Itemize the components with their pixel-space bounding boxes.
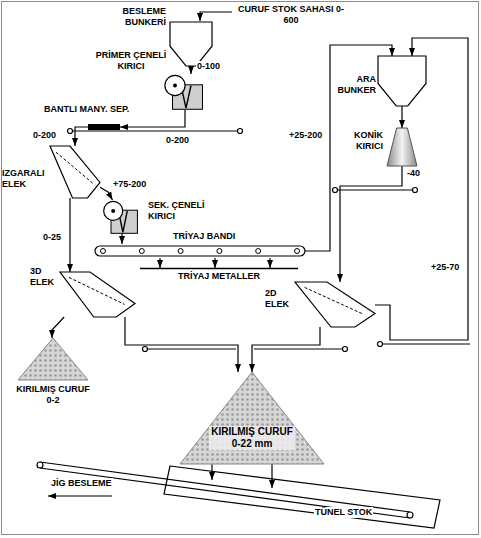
size-range-label: -40 (406, 168, 421, 179)
equipment-label: 3D ELEK (30, 266, 59, 288)
equipment-label: TRİYAJ BANDI (173, 231, 273, 242)
node-text: KIRILMIŞ CURUF 0-22 mm (209, 426, 295, 450)
hopper-shape (170, 22, 212, 66)
jaw-crusher: PRİMER ÇENELİ KIRICI (160, 74, 210, 110)
surge-bin: ARA BUNKER (378, 56, 426, 106)
sorting-belt: TRİYAJ BANDI (95, 244, 305, 258)
equipment-label: SEK. ÇENELİ KIRICI (148, 200, 210, 222)
conveyor-belts (68, 129, 471, 352)
flow-line (120, 110, 185, 127)
equipment-label: KIRILMIŞ CURUF 0-2 (12, 384, 94, 406)
pile-shape (18, 338, 88, 380)
feed-hopper: BESLEME BUNKERİ (170, 22, 212, 66)
stockpile: KIRILMIŞ CURUF 0-2 (18, 338, 88, 380)
grizzly-screen: IZGARALI ELEK (50, 146, 100, 198)
jaw-crusher: SEK. ÇENELİ KIRICI (100, 200, 144, 234)
tunnel-conveyor (37, 462, 440, 528)
jaw-shape (100, 200, 144, 234)
flow-line (75, 127, 88, 146)
flow-line (121, 234, 122, 244)
flow-line (52, 317, 64, 338)
flow-line (269, 258, 270, 268)
size-range-label: 0-200 (165, 135, 190, 146)
size-range-label: 0-200 (32, 130, 57, 141)
flow-line (190, 66, 191, 74)
equipment-label: KONİK KIRICI (337, 130, 383, 152)
equipment-label: IZGARALI ELEK (2, 168, 48, 190)
screen-shape (60, 272, 135, 317)
flow-line (340, 166, 402, 282)
screen-shape (50, 146, 100, 198)
screen-shape (295, 282, 375, 327)
size-range-label: 0-25 (42, 232, 62, 243)
size-range-label: +75-200 (112, 179, 147, 190)
equipment-label: BANTLI MANY. SEP. (44, 104, 154, 115)
screen: 2D ELEK (295, 282, 375, 327)
note-label: TÜNEL STOK (314, 507, 373, 518)
note-label: CURUF STOK SAHASI 0-600 (234, 4, 348, 26)
flow-line (252, 327, 320, 372)
pile-shape (180, 372, 324, 464)
cone-shape (387, 128, 417, 166)
flow-line (100, 187, 112, 200)
outflow-arrow (48, 495, 112, 496)
flow-line (69, 198, 70, 272)
note-label: JİG BESLEME (50, 478, 113, 489)
equipment-label: 2D ELEK (265, 288, 294, 310)
size-range-label: +25-70 (430, 262, 460, 273)
jaw-shape (160, 74, 210, 110)
equipment-label: PRİMER ÇENELİ KIRICI (94, 50, 168, 72)
flow-line (401, 106, 402, 128)
equipment-label: BESLEME BUNKERİ (106, 6, 166, 28)
size-range-label: +25-200 (288, 130, 323, 141)
flow-line (159, 258, 160, 268)
size-range-label: 0-100 (196, 61, 221, 72)
screen: 3D ELEK (60, 272, 135, 317)
bar-shape (88, 124, 120, 130)
hopper-shape (378, 56, 426, 106)
node-text: TRİYAJ METALLER (140, 271, 298, 282)
flow-line (375, 38, 468, 340)
flow-line (214, 258, 215, 268)
cone-crusher: KONİK KIRICI (387, 128, 417, 166)
stockpile: KIRILMIŞ CURUF 0-22 mm (180, 372, 324, 464)
metal-bin: TRİYAJ METALLER (140, 268, 298, 284)
feed-arrow (200, 12, 232, 21)
magnetic-separator: BANTLI MANY. SEP. (88, 124, 120, 130)
flow-line (125, 317, 238, 372)
band-shape (95, 244, 305, 258)
equipment-label: ARA BUNKER (334, 74, 376, 96)
